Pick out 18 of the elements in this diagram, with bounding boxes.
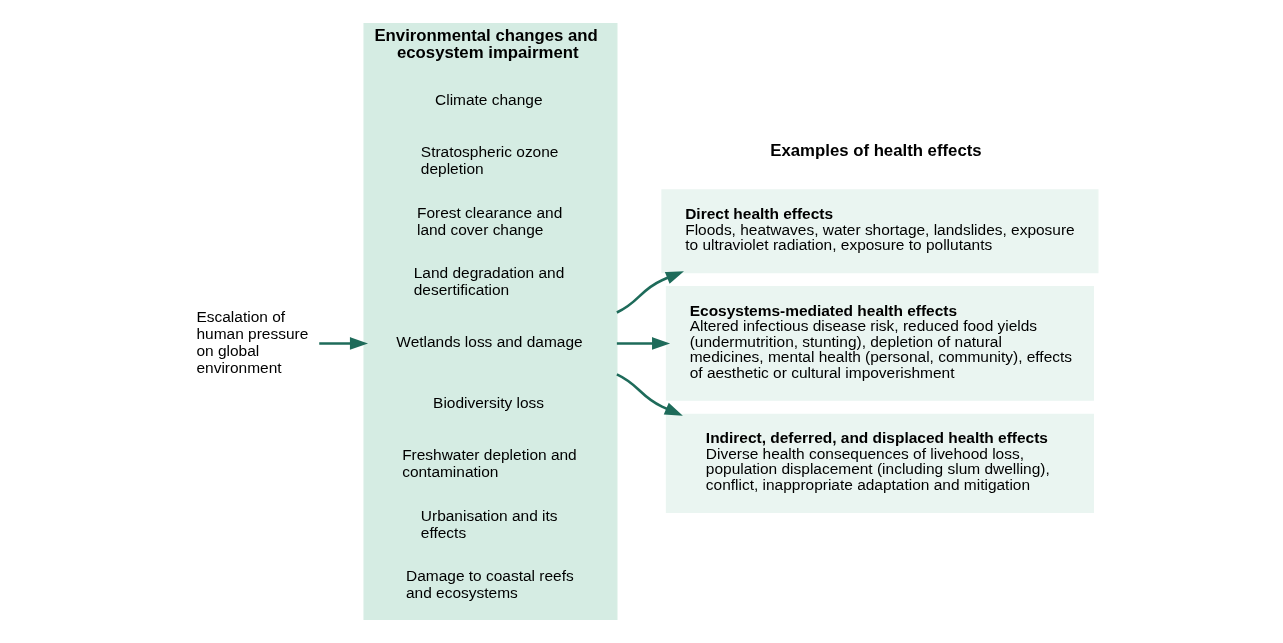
node-text: Damage to coastal reefs and ecosystems [405,567,574,602]
node-text: Wetlands loss and damage [395,333,583,351]
arrow [616,337,670,350]
arrow [318,337,368,350]
node-text: Climate change [434,90,543,108]
arrow [615,373,683,416]
node-text: Forest clearance and land cover change [416,203,562,238]
node-box: Direct health effects Floods, heatwaves, water shortage, landslides, exposure to ultraviolet radiation, exposure to pollutants [660,189,1098,274]
node-text: Freshwater depletion and contamination [401,446,577,481]
node-box: Ecosystems-mediated health effects Altered infectious disease risk, reduced food yields (undermutrition, stunting), depletion of natural medicines, mental health (personal, community), effects of aesthetic or cultural impoverishment [665,286,1094,401]
node-text: Biodiversity loss [432,394,544,412]
node-text: Land degradation and desertification [413,264,564,299]
node-text: Urbanisation and its effects [420,506,558,541]
node-text: Escalation of human pressure on global environment [195,308,308,376]
node-text: Stratospheric ozone depletion [420,143,558,177]
node-box: Indirect, deferred, and displaced health effects Diverse health consequences of livehood loss, population displacement (including slum dwelling), conflict, inappropriate adaptation and mitigation [665,413,1094,513]
label: Examples of health effects [769,140,982,160]
arrow [615,271,684,314]
